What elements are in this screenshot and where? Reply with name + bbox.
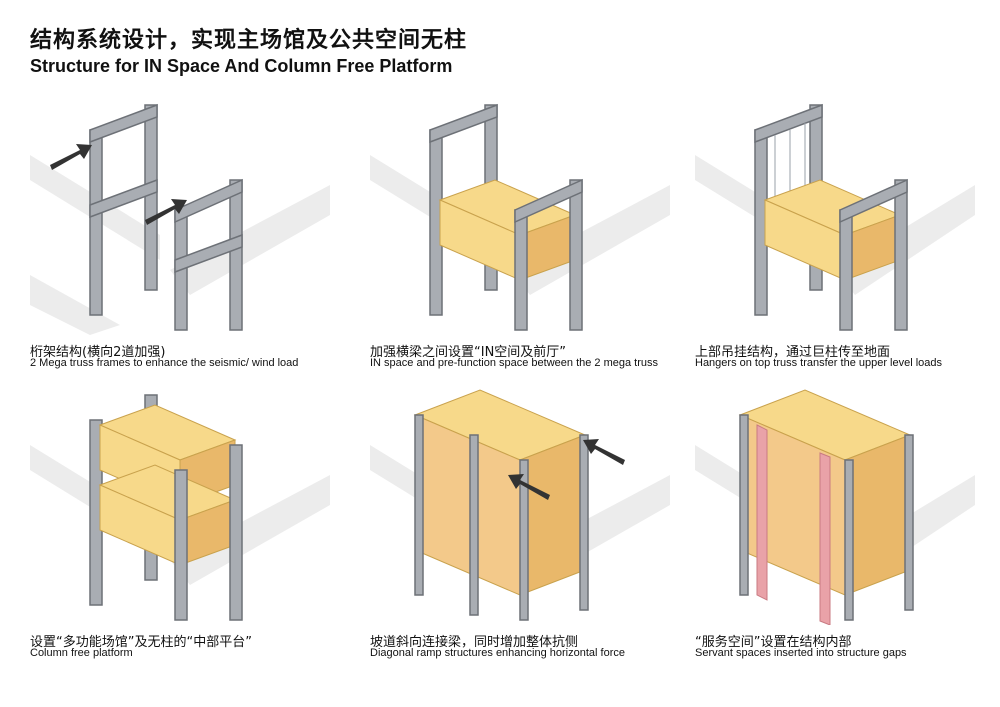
frame-front xyxy=(514,178,583,331)
frame-back xyxy=(89,103,158,316)
service-cores xyxy=(756,424,831,625)
lower-volume xyxy=(98,464,237,566)
diagram-diagonal-ramp xyxy=(370,389,670,621)
panel-mega-truss: 桁架结构(横向2道加强) 2 Mega truss frames to enha… xyxy=(30,95,330,395)
caption-chinese: 加强横梁之间设置“IN空间及前厅” xyxy=(370,345,567,360)
caption-english: Servant spaces inserted into structure g… xyxy=(695,647,907,659)
truss-grid xyxy=(414,414,589,621)
hanger-lines xyxy=(774,123,806,205)
panel-hangers: 上部吊挂结构，通过巨柱传至地面 Hangers on top truss tra… xyxy=(695,95,995,395)
building-volume xyxy=(413,389,587,596)
diagram-mega-truss xyxy=(30,103,330,335)
title-english: Structure for IN Space And Column Free P… xyxy=(30,56,453,76)
frame-front xyxy=(174,444,243,621)
diagram-in-space xyxy=(370,103,670,331)
caption-chinese: 设置“多功能场馆”及无柱的“中部平台” xyxy=(30,635,252,650)
caption-chinese: 上部吊挂结构，通过巨柱传至地面 xyxy=(695,345,891,360)
hung-volume xyxy=(763,179,902,281)
diagram-hangers xyxy=(695,103,975,331)
arrow-icon xyxy=(583,439,625,465)
diagram-column-free xyxy=(30,394,330,621)
panel-in-space: 加强横梁之间设置“IN空间及前厅” IN space and pre-funct… xyxy=(370,95,670,395)
arrow-icon xyxy=(508,474,550,500)
title-chinese: 结构系统设计，实现主场馆及公共空间无柱 xyxy=(30,28,468,53)
in-space-volume xyxy=(438,179,577,281)
caption-chinese: 坡道斜向连接梁，同时增加整体抗侧 xyxy=(370,635,579,650)
truss-grid xyxy=(739,414,914,621)
arrow-icon xyxy=(145,199,187,225)
frame-front xyxy=(839,178,908,331)
arrow-icon xyxy=(50,144,92,170)
caption-english: IN space and pre-function space between … xyxy=(370,357,659,369)
caption-chinese: 桁架结构(横向2道加强) xyxy=(30,345,166,360)
caption-english: 2 Mega truss frames to enhance the seism… xyxy=(30,357,299,369)
caption-english: Hangers on top truss transfer the upper … xyxy=(695,357,943,369)
caption-english: Column free platform xyxy=(30,647,133,659)
caption-chinese: “服务空间”设置在结构内部 xyxy=(695,635,852,650)
panel-servant-spaces: “服务空间”设置在结构内部 Servant spaces inserted in… xyxy=(695,385,995,685)
caption-english: Diagonal ramp structures enhancing horiz… xyxy=(370,647,625,659)
panel-column-free: 设置“多功能场馆”及无柱的“中部平台” Column free platform xyxy=(30,385,330,685)
diagram-servant-spaces xyxy=(695,389,975,625)
frame-front xyxy=(174,178,243,331)
panel-diagonal-ramp: 坡道斜向连接梁，同时增加整体抗侧 Diagonal ramp structure… xyxy=(370,385,670,685)
